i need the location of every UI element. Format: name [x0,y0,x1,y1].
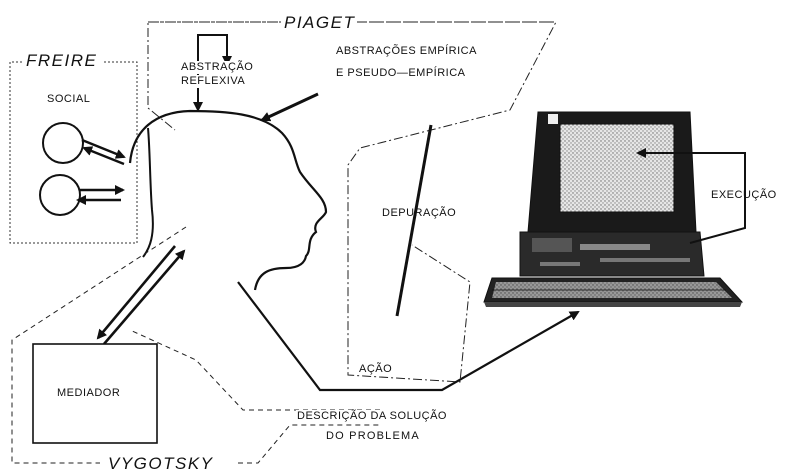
execucao-label: EXECUÇÃO [711,189,777,201]
piaget-label: PIAGET [282,13,358,33]
descricao-label-2: DO PROBLEMA [326,430,420,442]
social-arrows [76,138,126,205]
depuracao-line [395,124,433,317]
acao-label: AÇÃO [359,363,393,375]
freire-label: FREIRE [24,51,100,71]
mediador-label: MEDIADOR [57,387,121,399]
neck-line [142,127,154,258]
empirica-label-1: ABSTRAÇÕES EMPÍRICA [336,45,477,57]
freire-box [9,61,138,244]
monitor-screen [559,123,675,213]
empirica-label-2: E PSEUDO—EMPÍRICA [336,67,466,79]
abstracao-label-2: REFLEXIVA [180,75,247,88]
abstracao-label-1: ABSTRAÇÃO [180,61,255,74]
mediador-box [32,343,158,444]
piaget-region [347,21,557,383]
mediador-arrows [96,245,186,345]
social-label: SOCIAL [47,93,91,105]
acao-path [237,281,580,392]
empirical-arrow [260,92,319,122]
execucao-path [640,152,746,244]
computer [483,111,744,307]
vygotsky-region [11,226,380,464]
social-circle-bottom [39,174,81,216]
depuracao-label: DEPURAÇÃO [382,207,457,219]
descricao-label-1: DESCRIÇÃO DA SOLUÇÃO [296,410,448,423]
social-circle-top [42,122,84,164]
vygotsky-label: VYGOTSKY [106,454,216,474]
